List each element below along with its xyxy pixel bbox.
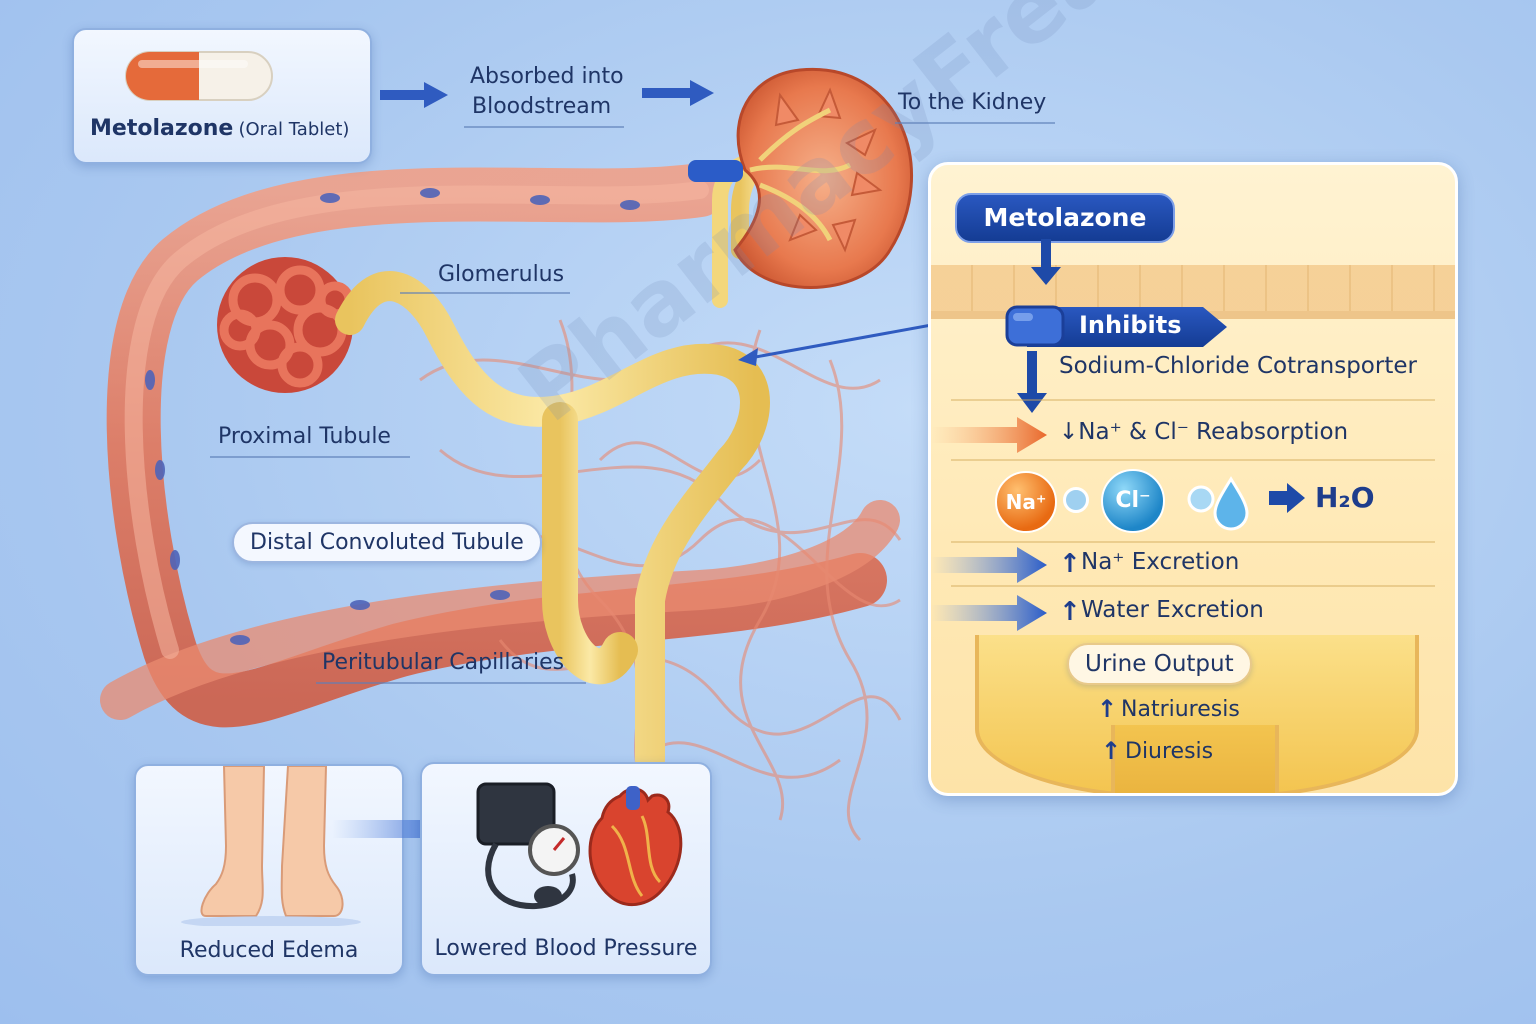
arrow-up-icon: ↑ [1059,549,1081,579]
urine-output-label: Urine Output [1067,643,1252,685]
capsule-icon [125,51,273,101]
pointer-arrow [738,320,949,366]
drug-form: (Oral Tablet) [238,119,350,140]
arrow-up-icon: ↑ [1059,597,1081,627]
kidney-shape [688,67,913,289]
to-kidney-label: To the Kidney [898,90,1047,115]
blood-pressure-cuff-icon [476,782,580,910]
diuresis-label: Diuresis [1125,739,1214,764]
absorbed-label-2: Bloodstream [472,94,612,119]
cotransporter-label: Sodium-Chloride Cotransporter [1059,353,1417,379]
reabsorption-label: ↓Na⁺ & Cl⁻ Reabsorption [1059,419,1349,445]
water-label: H₂O [1315,481,1375,514]
sodium-ion: Na⁺ [995,471,1057,533]
blue-arrow-icon [931,595,1047,631]
vessel-inner [124,181,709,659]
glomerulus-shape [217,257,354,393]
absorbed-label-1: Absorbed into [470,64,624,89]
edema-card: Reduced Edema [134,764,404,976]
descending-tubule-shape [542,402,638,685]
drug-name: Metolazone [90,116,234,141]
glomerulus-label: Glomerulus [438,262,565,287]
blue-arrow-icon [931,547,1047,583]
arrow-right-icon [642,80,714,106]
arrow-up-icon: ↑ [1097,695,1118,723]
small-bubble-icon [1063,487,1089,513]
panel-drug-badge: Metolazone [955,193,1175,243]
sodium-ion-label: Na⁺ [1005,490,1047,514]
inhibits-label: Inhibits [1079,311,1182,339]
arrow-down-icon [1031,239,1061,285]
drug-card: Metolazone (Oral Tablet) [72,28,372,164]
arrow-right-icon [380,82,448,108]
mechanism-panel: Metolazone Inhibits Sodium-Chloride Cotr… [928,162,1458,796]
water-excretion-label: Water Excretion [1081,597,1264,623]
transporter-icon [1005,305,1065,347]
legs-icon [181,766,361,926]
bp-label: Lowered Blood Pressure [434,936,698,961]
proximal-tubule-label: Proximal Tubule [218,424,391,449]
blood-cells [145,188,640,645]
arrow-up-icon: ↑ [1101,737,1122,765]
blood-pressure-card: Lowered Blood Pressure [420,762,712,976]
arrow-right-icon [1269,483,1305,513]
chloride-ion: Cl⁻ [1101,469,1165,533]
orange-arrow-icon [931,417,1047,453]
natriuresis-label: Natriuresis [1121,697,1240,722]
heart-icon [588,786,683,907]
edema-label: Reduced Edema [179,938,359,963]
arrow-down-icon [1017,351,1047,413]
peritubular-label: Peritubular Capillaries [322,650,565,675]
water-drops-icon [1187,476,1249,531]
distal-tubule-label: Distal Convoluted Tubule [232,522,542,563]
na-excretion-label: Na⁺ Excretion [1081,549,1240,575]
proximal-tubule-shape [335,271,770,775]
chloride-ion-label: Cl⁻ [1115,488,1151,513]
